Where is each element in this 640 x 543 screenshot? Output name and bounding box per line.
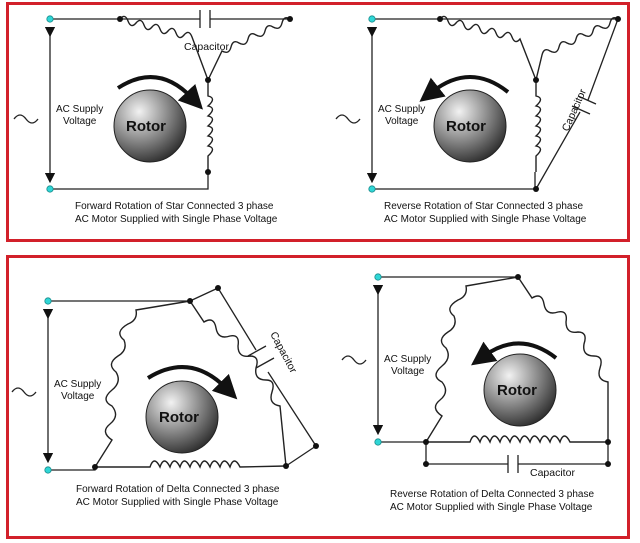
diagram-delta-reverse: [341, 273, 611, 473]
node-dot: [515, 274, 521, 280]
supply-wire-bottom: [48, 467, 96, 471]
supply-label: AC Supply: [384, 354, 431, 365]
supply-terminal: [44, 297, 52, 305]
caption: AC Motor Supplied with Single Phase Volt…: [390, 502, 593, 513]
capacitor-symbol: [571, 95, 597, 115]
node-dot: [313, 443, 319, 449]
diagram-star-forward: [13, 10, 293, 193]
supply-wire-bottom: [50, 172, 209, 190]
diagram-star-reverse: [335, 15, 621, 193]
caption: Reverse Rotation of Star Connected 3 pha…: [384, 201, 583, 212]
node-dot: [605, 461, 611, 467]
node-dot: [215, 285, 221, 291]
rotor-disc: [113, 89, 187, 163]
star-coil-bottom: [534, 80, 542, 172]
rotor-label: Rotor: [446, 118, 486, 135]
node-dot: [205, 169, 211, 175]
node-dot: [533, 186, 539, 192]
supply-label: Voltage: [63, 116, 97, 127]
node-dot: [187, 298, 193, 304]
node-dot: [283, 463, 289, 469]
star-coil-bottom: [206, 80, 214, 172]
delta-coil-left: [94, 300, 191, 468]
delta-coil-bottom: [95, 460, 287, 469]
node-dot: [287, 16, 293, 22]
supply-label: AC Supply: [56, 104, 103, 115]
star-point-dot: [205, 77, 211, 83]
rotation-arrow-counterclockwise: [471, 341, 558, 366]
caption: AC Motor Supplied with Single Phase Volt…: [75, 214, 278, 225]
capacitor-label: Capacitor: [530, 467, 575, 479]
rotation-arrow-counterclockwise: [419, 75, 510, 102]
delta-coil-right: [517, 276, 609, 442]
supply-wire-bottom: [372, 172, 536, 190]
supply-label: AC Supply: [378, 104, 425, 115]
supply-label: Voltage: [61, 391, 95, 402]
supply-terminal: [46, 15, 54, 23]
capacitor-wire: [535, 18, 619, 190]
capacitor-wire: [425, 442, 609, 465]
capacitor-label: Capacitor: [184, 41, 229, 53]
rotor-label: Rotor: [159, 409, 199, 426]
star-coil-left: [439, 15, 537, 81]
rotation-arrow-clockwise: [146, 365, 238, 400]
rotor-disc: [145, 380, 219, 454]
supply-terminal: [374, 438, 382, 446]
supply-label: AC Supply: [54, 379, 101, 390]
caption: AC Motor Supplied with Single Phase Volt…: [384, 214, 587, 225]
supply-terminal: [44, 466, 52, 474]
rotor-disc: [433, 89, 507, 163]
supply-terminal: [374, 273, 382, 281]
star-coil-right: [207, 16, 291, 81]
capacitor-symbol: [247, 345, 275, 369]
ac-sine-icon: [335, 114, 361, 124]
rotor-label: Rotor: [497, 382, 537, 399]
capacitor-label: Capacitor: [267, 330, 299, 376]
node-dot: [423, 439, 429, 445]
caption: AC Motor Supplied with Single Phase Volt…: [76, 497, 279, 508]
supply-terminal: [368, 185, 376, 193]
supply-terminal: [368, 15, 376, 23]
capacitor-symbol: [507, 455, 519, 473]
diagram-delta-forward: [11, 285, 319, 474]
rotor-label: Rotor: [126, 118, 166, 135]
node-dot: [615, 16, 621, 22]
node-dot: [423, 461, 429, 467]
star-point-dot: [533, 77, 539, 83]
caption: Forward Rotation of Star Connected 3 pha…: [75, 201, 274, 212]
supply-label: Voltage: [385, 116, 419, 127]
delta-coil-right: [189, 300, 287, 467]
caption: Forward Rotation of Delta Connected 3 ph…: [76, 484, 280, 495]
ac-sine-icon: [341, 355, 367, 365]
panel-star-connection: [6, 2, 630, 242]
ac-sine-icon: [11, 387, 37, 397]
star-coil-right: [535, 16, 619, 81]
capacitor-label: Capacitor: [560, 87, 589, 133]
node-dot: [92, 464, 98, 470]
node-dot: [605, 439, 611, 445]
supply-label: Voltage: [391, 366, 425, 377]
rotor-disc: [483, 353, 557, 427]
delta-coil-left: [425, 276, 519, 443]
node-dot: [437, 16, 443, 22]
capacitor-symbol: [199, 10, 211, 28]
ac-sine-icon: [13, 114, 39, 124]
delta-coil-bottom: [426, 435, 608, 444]
rotation-arrow-clockwise: [116, 75, 203, 110]
caption: Reverse Rotation of Delta Connected 3 ph…: [390, 489, 594, 500]
star-coil-left: [119, 15, 209, 81]
supply-terminal: [46, 185, 54, 193]
node-dot: [117, 16, 123, 22]
